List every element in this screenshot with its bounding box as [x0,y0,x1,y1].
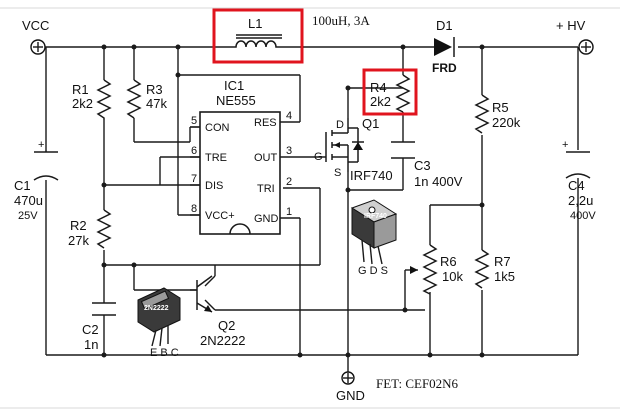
resistor-r4 [362,68,418,116]
vcc-terminal [30,39,46,55]
r5-label: R5 [492,100,509,115]
l1-value: 100uH, 3A [312,13,370,28]
svg-text:+: + [562,139,568,151]
r1-value: 2k2 [72,96,93,111]
inductor-l1 [212,8,304,64]
q1-gate-label: G [314,151,323,163]
ic1-label: IC1 [224,78,244,93]
r6-value: 10k [442,269,463,284]
r2-label: R2 [70,218,87,233]
hv-terminal [578,39,594,55]
package-irf740: IRF740 G D S [350,199,398,277]
ic1-part: NE555 [216,93,256,108]
c3-value: 1n 400V [414,174,463,189]
ic-pin-4-num: 4 [286,110,292,122]
r4-value: 2k2 [370,94,391,109]
ic-pin-1-num: 1 [286,206,292,218]
pkg-q1-pins: G D S [358,265,388,277]
c2-value: 1n [84,337,98,352]
wiring [45,46,579,372]
diode-d1 [434,37,455,57]
c2-label: C2 [82,322,99,337]
ic-pin-7-num: 7 [191,173,197,185]
resistor-r7 [474,249,490,289]
capacitor-c3 [391,141,415,159]
pkg-q2-pins: E B C [150,347,179,359]
background-grid [0,7,620,409]
resistor-r5 [474,94,490,134]
capacitor-c4: + [562,139,591,179]
fet-note: FET: CEF02N6 [376,376,459,391]
resistor-r3 [126,79,142,119]
mosfet-q1 [325,118,364,172]
c1-value: 470u [14,193,43,208]
capacitor-c1: + [33,139,59,181]
q1-source-label: S [334,167,341,179]
ic-pin-6-num: 6 [191,145,197,157]
ic-pin-1-name: GND [254,213,279,225]
c1-voltage: 25V [18,210,38,222]
r4-label: R4 [370,80,387,95]
junction-dots [101,44,485,358]
c3-label: C3 [414,158,431,173]
c4-value: 2,2u [568,193,593,208]
c1-label: C1 [14,178,31,193]
gnd-terminal [341,371,355,385]
ic-pin-4-name: RES [254,117,277,129]
ic-pin-8-num: 8 [191,203,197,215]
potentiometer-r6 [410,244,438,295]
ic-pin-5-num: 5 [191,115,197,127]
r5-value: 220k [492,115,521,130]
vcc-label: VCC [22,18,49,33]
l1-label: L1 [248,16,262,31]
ic-pin-3-name: OUT [254,152,278,164]
ic-pin-2-name: TRI [257,183,275,195]
capacitor-c2 [92,302,116,316]
q1-part: IRF740 [350,168,393,183]
c4-voltage: 400V [570,210,596,222]
r7-label: R7 [494,254,511,269]
ic-pin-6-name: TRE [205,152,227,164]
svg-text:+: + [38,139,44,151]
r2-value: 27k [68,233,89,248]
ic-pin-2-num: 2 [286,176,292,188]
pkg-2n2222-label: 2N2222 [144,305,169,312]
r7-value: 1k5 [494,269,515,284]
gnd-label: GND [336,388,365,403]
q2-label: Q2 [218,318,235,333]
frd-label: FRD [432,61,457,75]
pkg-irf740-label: IRF740 [364,213,387,220]
q1-label: Q1 [362,116,379,131]
q1-drain-label: D [336,119,344,131]
hv-label: + HV [556,18,586,33]
resistor-r1 [96,79,112,120]
r3-value: 47k [146,96,167,111]
q2-part: 2N2222 [200,333,246,348]
ic-pin-7-name: DIS [205,180,223,192]
r1-label: R1 [72,82,89,97]
ic-pin-3-num: 3 [286,145,292,157]
ic1-ne555 [190,111,281,235]
ic-pin-8-name: VCC+ [205,210,235,222]
d1-label: D1 [436,18,453,33]
l1-highlight-box [212,8,304,64]
ic-pin-5-name: CON [205,122,230,134]
r6-label: R6 [440,254,457,269]
c4-label: C4 [568,178,585,193]
r4-highlight-box [362,68,418,116]
transistor-q2 [196,275,213,313]
r3-label: R3 [146,82,163,97]
resistor-r2 [96,209,112,249]
package-2n2222: 2N2222 E B C [137,287,181,359]
